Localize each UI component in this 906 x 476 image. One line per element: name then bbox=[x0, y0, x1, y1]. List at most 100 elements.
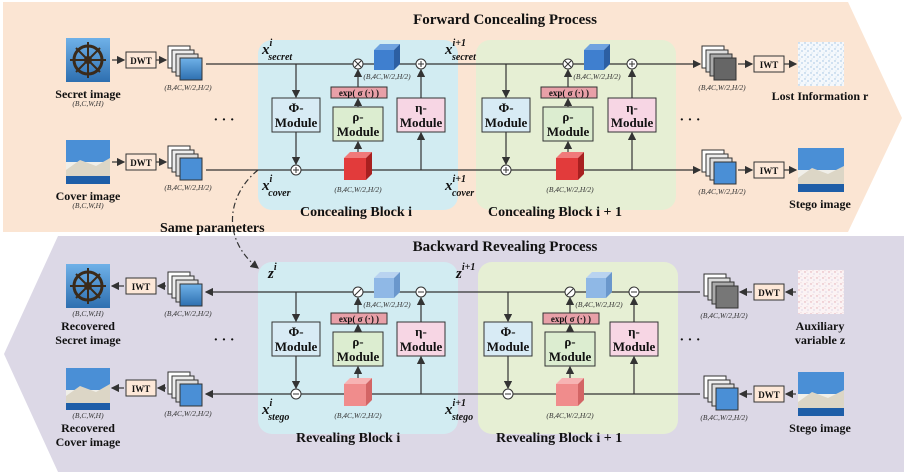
stego-in-subband-stack bbox=[703, 375, 739, 411]
concealing-block-i-label: Concealing Block i bbox=[300, 205, 412, 220]
phi-module-label-1: Φ- bbox=[288, 100, 303, 115]
phi-module-label-2: Module bbox=[275, 339, 318, 354]
rho-module-label-1: ρ- bbox=[564, 334, 575, 349]
phi-module-label-1: Φ- bbox=[500, 324, 515, 339]
stego-subband-dims: (B,4C,W/2,H/2) bbox=[698, 187, 746, 196]
rec-secret-subband-stack bbox=[167, 271, 203, 307]
lost-subband-dims: (B,4C,W/2,H/2) bbox=[698, 83, 746, 92]
rho-module-label-1: ρ- bbox=[352, 109, 363, 124]
forward-right-dots: · · · bbox=[679, 113, 700, 128]
stego-subband-stack bbox=[701, 149, 737, 185]
concealing-block-i1-label: Concealing Block i + 1 bbox=[488, 205, 622, 220]
dwt-label-aux: DWT bbox=[758, 288, 780, 298]
lost-subband-stack bbox=[701, 45, 737, 81]
eta-module-label-1: η- bbox=[626, 100, 638, 115]
rec-secret-subband-dims: (B,4C,W/2,H/2) bbox=[164, 309, 212, 318]
light-blue-cube-dims: (B,4C,W/2,H/2) bbox=[575, 300, 623, 309]
blue-cube-feature bbox=[584, 44, 610, 70]
eta-module-label-2: Module bbox=[400, 339, 443, 354]
blue-cube-dims: (B,4C,W/2,H/2) bbox=[363, 72, 411, 81]
recovered-secret-thumbnail bbox=[66, 264, 110, 308]
z-i1: zi+1 bbox=[455, 262, 475, 282]
z-i: zi bbox=[267, 262, 277, 282]
cover-subband-dims: (B,4C,W/2,H/2) bbox=[164, 183, 212, 192]
eta-module-label-2: Module bbox=[400, 115, 443, 130]
iwt-box-rec-cover bbox=[125, 379, 157, 397]
stego-image-label: Stego image bbox=[789, 197, 851, 211]
blue-cube-feature bbox=[374, 44, 400, 70]
recovered-secret-label-1: Recovered bbox=[61, 319, 115, 333]
backward-title: Backward Revealing Process bbox=[413, 239, 598, 255]
phi-module-box bbox=[271, 321, 321, 357]
aux-subband-stack bbox=[703, 273, 739, 309]
light-red-cube-feature bbox=[556, 378, 584, 406]
phi-module-label-2: Module bbox=[485, 115, 528, 130]
rho-module-label-1: ρ- bbox=[352, 334, 363, 349]
cover-image-label: Cover image bbox=[56, 189, 121, 203]
auxiliary-variable-image bbox=[798, 270, 844, 314]
rho-module-box bbox=[544, 331, 596, 367]
dwt-label-secret: DWT bbox=[130, 56, 152, 66]
aux-subband-dims: (B,4C,W/2,H/2) bbox=[700, 311, 748, 320]
iwt-box-rec-secret bbox=[125, 277, 157, 295]
rec-cover-subband-stack bbox=[167, 371, 203, 407]
exp-sigma-label: exp( σ (·) ) bbox=[339, 314, 379, 324]
light-blue-cube-dims: (B,4C,W/2,H/2) bbox=[363, 300, 411, 309]
light-red-cube-feature bbox=[344, 378, 372, 406]
recovered-cover-label-2: Cover image bbox=[56, 435, 121, 449]
auxiliary-label-1: Auxiliary bbox=[796, 319, 845, 333]
backward-left-dots: · · · bbox=[213, 333, 234, 348]
stego-in-image-thumbnail bbox=[798, 372, 844, 416]
same-parameters-label: Same parameters bbox=[160, 221, 265, 236]
backward-right-dots: · · · bbox=[679, 333, 700, 348]
eta-module-label-1: η- bbox=[628, 324, 640, 339]
dwt-box-stego bbox=[753, 385, 785, 403]
iwt-label-rec-cover: IWT bbox=[132, 384, 151, 394]
lost-information-image bbox=[798, 42, 844, 86]
exp-sigma-label: exp( σ (·) ) bbox=[339, 88, 379, 98]
rho-module-label-2: Module bbox=[337, 124, 380, 139]
revealing-block-i-label: Revealing Block i bbox=[296, 431, 400, 446]
eta-module-label-2: Module bbox=[611, 115, 654, 130]
forward-left-dots: · · · bbox=[213, 113, 234, 128]
recovered-secret-label-2: Secret image bbox=[55, 333, 121, 347]
stego-in-subband-dims: (B,4C,W/2,H/2) bbox=[700, 413, 748, 422]
revealing-block-i1-label: Revealing Block i + 1 bbox=[496, 431, 622, 446]
light-blue-cube-feature bbox=[374, 272, 400, 298]
eta-module-label-2: Module bbox=[613, 339, 656, 354]
phi-module-box bbox=[271, 97, 321, 133]
stego-in-image-label: Stego image bbox=[789, 421, 851, 435]
cover-image-dims: (B,C,W,H) bbox=[72, 201, 104, 210]
phi-module-label-1: Φ- bbox=[498, 100, 513, 115]
dwt-label-cover: DWT bbox=[130, 158, 152, 168]
light-blue-cube-feature bbox=[586, 272, 612, 298]
light-red-cube-dims: (B,4C,W/2,H/2) bbox=[546, 411, 594, 420]
eta-module-box bbox=[396, 97, 446, 133]
dwt-label-stego: DWT bbox=[758, 390, 780, 400]
rho-module-box bbox=[332, 106, 384, 142]
recovered-cover-thumbnail bbox=[66, 368, 110, 410]
secret-subband-dims: (B,4C,W/2,H/2) bbox=[164, 83, 212, 92]
recovered-cover-label-1: Recovered bbox=[61, 421, 115, 435]
eta-module-box bbox=[609, 321, 659, 357]
lost-information-label: Lost Information r bbox=[772, 89, 869, 103]
cover-image-thumbnail bbox=[66, 140, 110, 184]
recovered-cover-dims: (B,C,W,H) bbox=[72, 411, 104, 420]
cover-subband-stack bbox=[167, 145, 203, 181]
red-cube-dims: (B,4C,W/2,H/2) bbox=[334, 185, 382, 194]
eta-module-label-1: η- bbox=[415, 100, 427, 115]
rho-module-label-1: ρ- bbox=[562, 109, 573, 124]
eta-module-box bbox=[607, 97, 657, 133]
rho-module-box bbox=[332, 331, 384, 367]
red-cube-feature bbox=[344, 152, 372, 180]
dwt-box-aux bbox=[753, 283, 785, 301]
recovered-secret-dims: (B,C,W,H) bbox=[72, 309, 104, 318]
